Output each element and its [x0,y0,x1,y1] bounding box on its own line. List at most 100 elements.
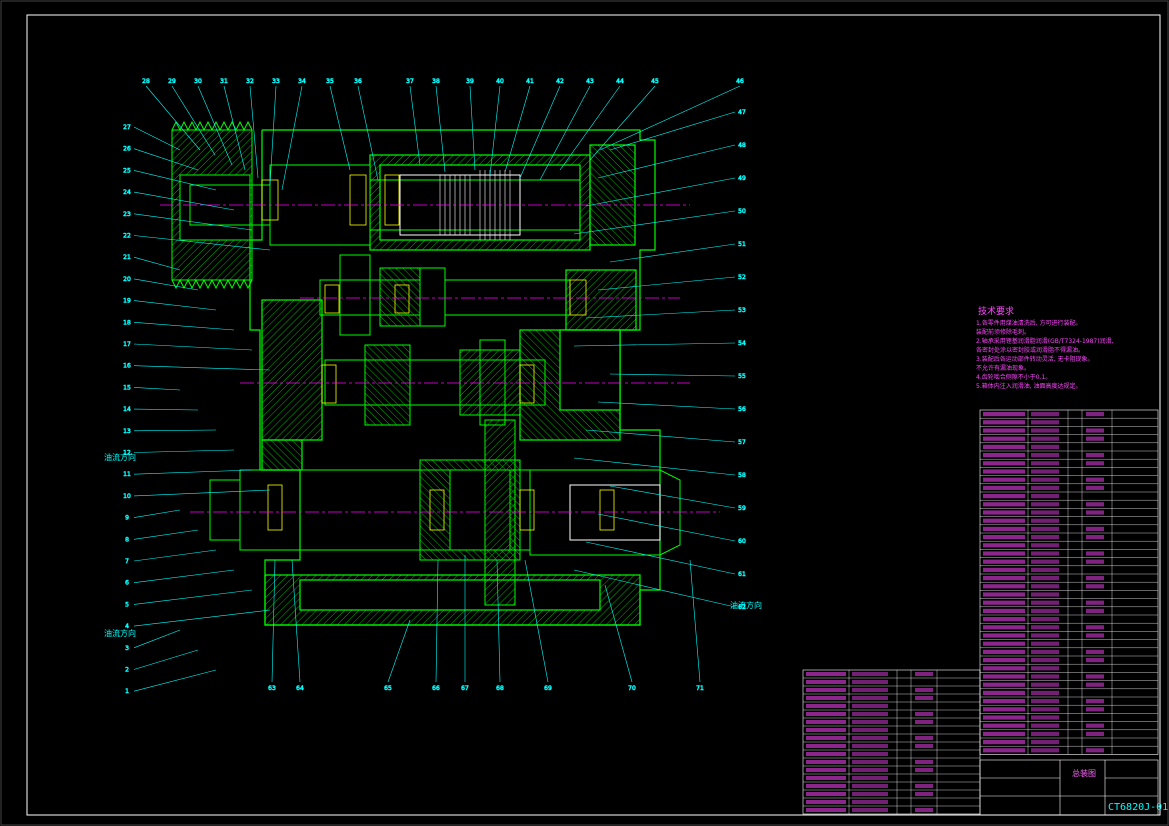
balloon-top-39: 39 [466,78,474,85]
balloon-right-60: 60 [738,538,746,545]
balloon-right-61: 61 [738,571,746,578]
technical-requirement-line: 装配前须修除毛刺。 [976,329,1031,336]
inner-frame [26,14,1161,816]
balloon-bottom-71: 71 [696,685,704,692]
balloon-top-29: 29 [168,78,176,85]
bearings [261,174,615,531]
balloon-top-42: 42 [556,78,564,85]
balloon-left-12: 12 [123,450,131,457]
leader-lines-top: 28 29 30 31 32 33 34 35 36 37 38 39 40 41 42 43 44 45 46 [142,78,744,191]
leader-lines-bottom: 63 64 65 66 67 68 69 70 71 [268,555,704,692]
balloon-right-47: 47 [738,109,746,116]
technical-requirement-line: 3.装配后各运动部件转动灵活, 无卡阻现象。 [976,356,1094,363]
oil-flow-annotation-1: 油流方向 [104,453,136,462]
balloon-bottom-69: 69 [544,685,552,692]
balloon-left-1: 1 [125,688,129,695]
balloon-left-7: 7 [125,558,129,565]
balloon-right-55: 55 [738,373,746,380]
technical-requirement-line: 不允许有漏油现象。 [976,365,1031,372]
balloon-bottom-63: 63 [268,685,276,692]
balloon-top-41: 41 [526,78,534,85]
intermediate-shaft-1 [319,254,571,336]
leader-lines-left: 2726252423222120191817161514131211109876… [123,124,271,696]
balloon-right-62: 62 [738,604,746,611]
oil-flow-annotation-3: 油流方向 [730,601,762,610]
balloon-left-27: 27 [123,124,131,131]
balloon-left-23: 23 [123,211,131,218]
title-block [979,759,1159,816]
parts-list-right [979,409,1159,755]
output-spindle [209,419,681,606]
balloon-left-15: 15 [123,384,131,391]
balloon-right-52: 52 [738,274,746,281]
intermediate-shaft-2 [324,339,546,426]
technical-requirement-line: 4.齿轮啮合侧隙不小于0.1。 [976,374,1052,381]
balloon-left-3: 3 [125,645,129,652]
balloon-left-10: 10 [123,493,131,500]
balloon-left-19: 19 [123,298,131,305]
balloon-top-45: 45 [651,78,659,85]
balloon-left-4: 4 [125,623,129,630]
balloon-left-22: 22 [123,233,131,240]
technical-requirements-title: 技术要求 [978,307,1015,317]
balloon-top-40: 40 [496,78,504,85]
leader-lines-right: 47 48 49 50 51 52 53 54 55 56 57 58 59 60 61 62 [573,109,746,611]
balloon-left-5: 5 [125,601,129,608]
balloon-right-57: 57 [738,439,746,446]
balloon-left-6: 6 [125,580,129,587]
balloon-bottom-67: 67 [461,685,469,692]
balloon-left-20: 20 [123,276,131,283]
balloon-top-31: 31 [220,78,228,85]
technical-requirement-line: 各密封处涂以密封胶或润滑脂不得漏油。 [976,347,1085,354]
balloon-left-13: 13 [123,428,131,435]
centerlines [160,204,720,513]
balloon-right-48: 48 [738,142,746,149]
balloon-bottom-64: 64 [296,685,304,692]
balloon-bottom-66: 66 [432,685,440,692]
drawing-title: 总装图 [1072,769,1096,778]
technical-requirement-line: 2.轴承采用锂基润滑脂润滑(GB/T7324-1987)润滑, [976,338,1114,345]
balloon-left-14: 14 [123,406,131,413]
balloon-top-46: 46 [736,78,744,85]
balloon-right-59: 59 [738,505,746,512]
balloon-left-26: 26 [123,146,131,153]
balloon-top-33: 33 [272,78,280,85]
balloon-left-11: 11 [123,471,131,478]
technical-requirement-line: 5.箱体内注入润滑油, 油面高度达规定。 [976,383,1082,390]
balloon-bottom-70: 70 [628,685,636,692]
balloon-left-8: 8 [125,536,129,543]
balloon-top-28: 28 [142,78,150,85]
oil-flow-annotation-2: 油流方向 [104,629,136,638]
balloon-left-9: 9 [125,515,129,522]
balloon-bottom-68: 68 [496,685,504,692]
balloon-top-44: 44 [616,78,624,85]
balloon-right-56: 56 [738,406,746,413]
balloon-left-16: 16 [123,363,131,370]
balloon-top-37: 37 [406,78,414,85]
drawing-number: CT6820J-01 [1108,802,1169,813]
balloon-left-21: 21 [123,254,131,261]
balloon-right-50: 50 [738,208,746,215]
balloon-right-53: 53 [738,307,746,314]
balloon-right-58: 58 [738,472,746,479]
balloon-left-2: 2 [125,667,129,674]
balloon-left-18: 18 [123,319,131,326]
technical-requirement-line: 1.各零件用煤油清洗后, 方可进行装配。 [976,320,1082,327]
balloon-top-38: 38 [432,78,440,85]
parts-list-bottom [802,669,981,815]
balloon-bottom-65: 65 [384,685,392,692]
balloon-right-54: 54 [738,340,746,347]
balloon-right-51: 51 [738,241,746,248]
balloon-left-24: 24 [123,189,131,196]
balloon-top-34: 34 [298,78,306,85]
balloon-top-43: 43 [586,78,594,85]
balloon-top-30: 30 [194,78,202,85]
balloon-right-49: 49 [738,175,746,182]
balloon-left-25: 25 [123,167,131,174]
balloon-top-36: 36 [354,78,362,85]
balloon-left-17: 17 [123,341,131,348]
balloon-top-35: 35 [326,78,334,85]
balloon-top-32: 32 [246,78,254,85]
